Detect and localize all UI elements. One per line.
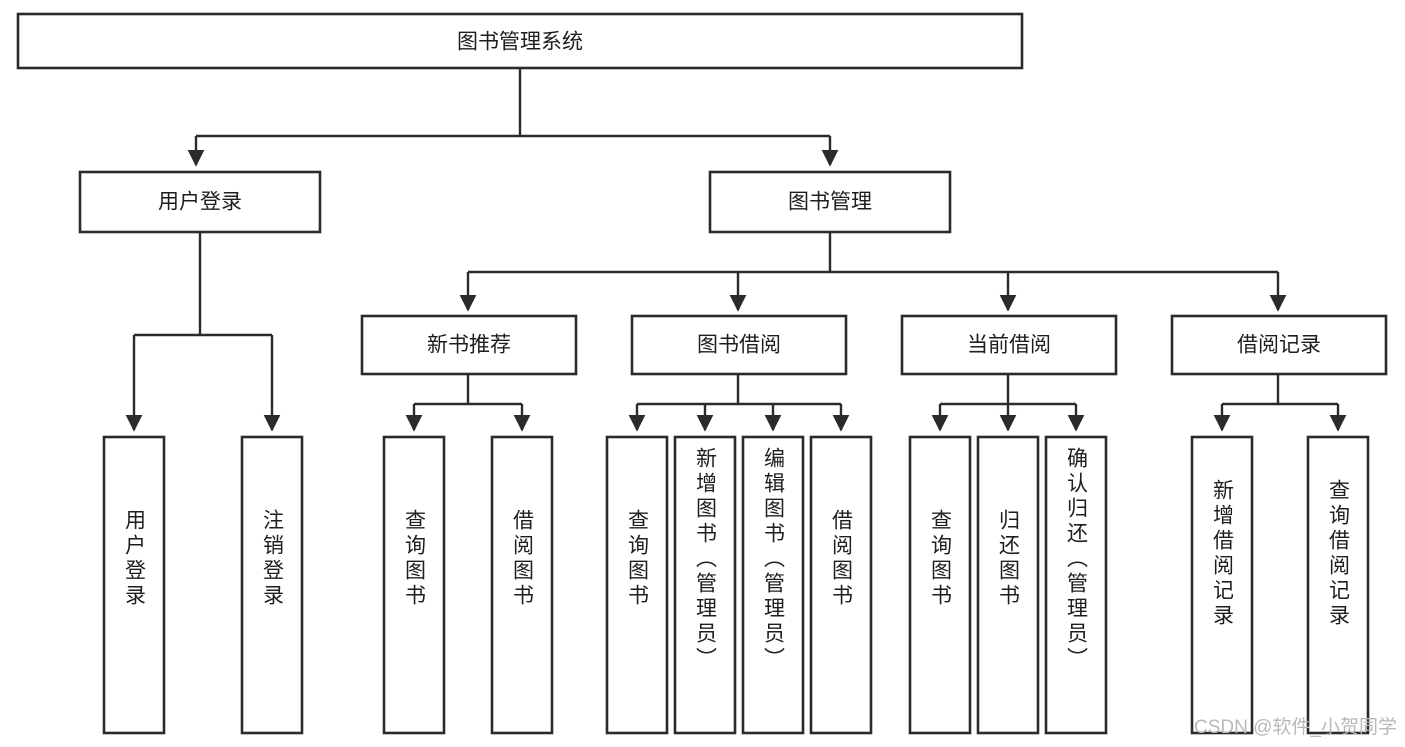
leaf-box-record-1[interactable] bbox=[1306, 435, 1370, 735]
node-book-management[interactable]: 图书管理 bbox=[708, 170, 952, 234]
leaf-box-layer bbox=[102, 435, 1370, 735]
node-book-management-box[interactable] bbox=[708, 170, 952, 234]
node-new-book-recommend-label: 新书推荐 bbox=[427, 334, 511, 357]
leaf-box-current-1[interactable] bbox=[976, 435, 1040, 735]
leaf-box-borrow-3[interactable] bbox=[809, 435, 873, 735]
node-new-book-recommend-box[interactable] bbox=[360, 314, 578, 376]
leaf-box-record-0[interactable] bbox=[1190, 435, 1254, 735]
node-current-borrow-box[interactable] bbox=[900, 314, 1118, 376]
node-book-borrow-box[interactable] bbox=[630, 314, 848, 376]
node-root-label: 图书管理系统 bbox=[457, 31, 583, 54]
leaf-box-borrow-2[interactable] bbox=[741, 435, 805, 735]
leaf-box-user-login-0[interactable] bbox=[102, 435, 166, 735]
node-root-box[interactable] bbox=[16, 12, 1024, 70]
node-current-borrow-label: 当前借阅 bbox=[967, 334, 1051, 357]
node-current-borrow[interactable]: 当前借阅 bbox=[900, 314, 1118, 376]
leaf-box-current-2[interactable] bbox=[1044, 435, 1108, 735]
node-new-book-recommend[interactable]: 新书推荐 bbox=[360, 314, 578, 376]
node-root[interactable]: 图书管理系统 bbox=[16, 12, 1024, 70]
node-borrow-record-label: 借阅记录 bbox=[1237, 334, 1321, 357]
node-borrow-record[interactable]: 借阅记录 bbox=[1170, 314, 1388, 376]
leaf-box-recommend-0[interactable] bbox=[382, 435, 446, 735]
node-user-login-label: 用户登录 bbox=[158, 191, 242, 214]
leaf-box-borrow-1[interactable] bbox=[673, 435, 737, 735]
connector-layer bbox=[125, 68, 1347, 432]
node-user-login-box[interactable] bbox=[78, 170, 322, 234]
node-book-borrow[interactable]: 图书借阅 bbox=[630, 314, 848, 376]
leaf-box-current-0[interactable] bbox=[908, 435, 972, 735]
node-book-management-label: 图书管理 bbox=[788, 191, 872, 214]
node-borrow-record-box[interactable] bbox=[1170, 314, 1388, 376]
leaf-box-user-login-1[interactable] bbox=[240, 435, 304, 735]
node-book-borrow-label: 图书借阅 bbox=[697, 334, 781, 357]
leaf-box-recommend-1[interactable] bbox=[490, 435, 554, 735]
node-user-login[interactable]: 用户登录 bbox=[78, 170, 322, 234]
leaf-box-borrow-0[interactable] bbox=[605, 435, 669, 735]
